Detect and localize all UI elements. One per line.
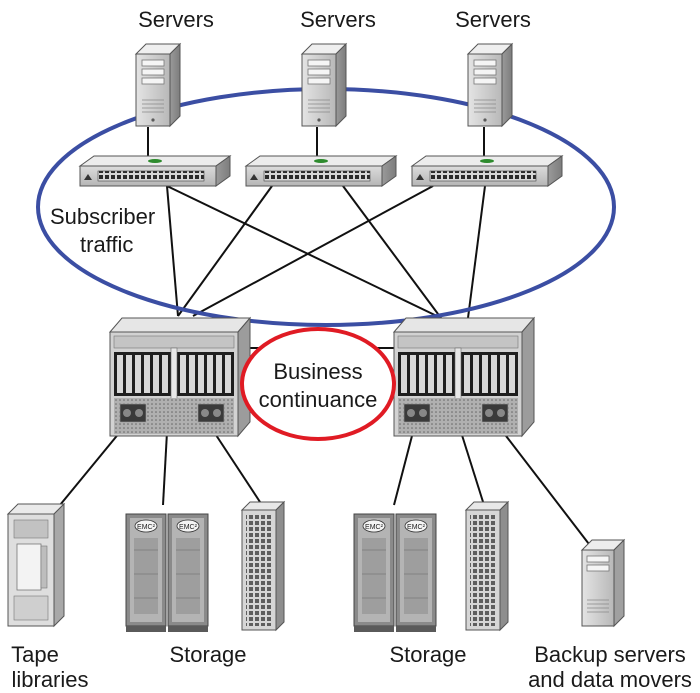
servers-label-3: Servers <box>455 7 531 32</box>
link-switch3-dirA <box>192 185 434 317</box>
subscriber-traffic-label-1: Subscriber <box>50 204 156 229</box>
storage-rack-left-icon[interactable] <box>241 501 285 631</box>
link-dirA-storage <box>162 431 168 506</box>
tape-library-icon[interactable] <box>7 503 65 627</box>
storage-label-right: Storage <box>389 642 467 667</box>
edge-switch-1-icon[interactable] <box>79 155 231 187</box>
server-2-icon[interactable] <box>301 43 347 127</box>
server-3-icon[interactable] <box>467 43 513 127</box>
director-switch-a-icon[interactable] <box>109 317 251 437</box>
edge-switch-3-icon[interactable] <box>411 155 563 187</box>
business-continuance-label-1: Business <box>273 359 363 384</box>
director-switch-b-icon[interactable] <box>393 317 535 437</box>
tape-libraries-label-2: libraries <box>11 667 89 692</box>
link-switch2-dirB <box>342 185 442 319</box>
storage-badge-4: EMC² <box>407 524 426 531</box>
backup-servers-label-1: Backup servers <box>534 642 686 667</box>
connection-lines <box>59 127 593 549</box>
link-dirA-rack <box>213 431 263 506</box>
tape-libraries-label-1: Tape <box>11 642 59 667</box>
link-dirB-rack <box>460 431 485 506</box>
servers-label-2: Servers <box>300 7 376 32</box>
storage-array-left-icon[interactable] <box>125 513 209 633</box>
link-switch3-dirB <box>467 185 486 319</box>
subscriber-traffic-label-2: traffic <box>80 232 134 257</box>
servers-label-1: Servers <box>138 7 214 32</box>
link-switch1-dirA <box>166 185 179 317</box>
server-1-icon[interactable] <box>135 43 181 127</box>
storage-label-left: Storage <box>169 642 247 667</box>
business-continuance-ellipse <box>240 327 396 441</box>
link-dirA-tape <box>59 431 121 506</box>
storage-badge-1: EMC² <box>137 524 156 531</box>
storage-badge-2: EMC² <box>179 524 198 531</box>
link-switch1-dirB <box>166 185 442 319</box>
edge-switch-2-icon[interactable] <box>245 155 397 187</box>
backup-server-icon[interactable] <box>581 539 625 627</box>
business-continuance-label-2: continuance <box>258 387 378 412</box>
link-switch2-dirA <box>177 185 273 317</box>
link-dirB-backup <box>502 431 593 549</box>
storage-rack-right-icon[interactable] <box>465 501 509 631</box>
storage-badge-3: EMC² <box>365 524 384 531</box>
storage-array-right-icon[interactable] <box>353 513 437 633</box>
backup-servers-label-2: and data movers <box>528 667 692 692</box>
link-dirB-storage <box>393 431 414 506</box>
